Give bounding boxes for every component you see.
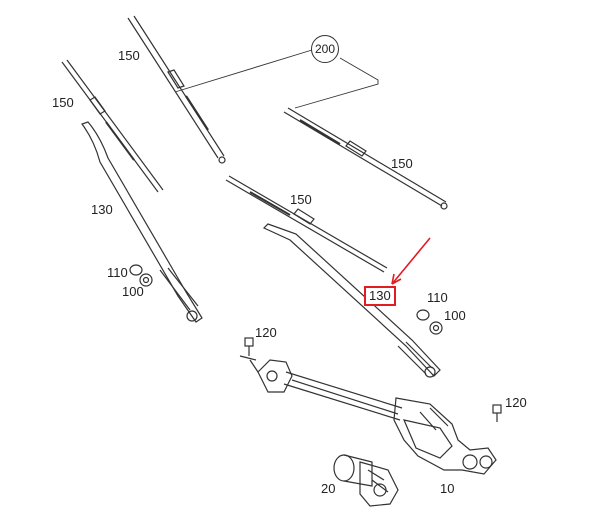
bolt-right bbox=[492, 404, 502, 422]
callout-bolt-left: 120 bbox=[255, 325, 277, 340]
callout-assembly: 200 bbox=[311, 35, 339, 63]
callout-nut-right: 100 bbox=[444, 308, 466, 323]
wiper-blade-top bbox=[127, 15, 226, 164]
callout-blade-middle: 150 bbox=[290, 192, 312, 207]
wiper-motor bbox=[333, 454, 399, 507]
wiper-blade-right bbox=[283, 107, 448, 210]
callout-arm-right-highlighted: 130 bbox=[364, 286, 396, 306]
callout-washer-right: 110 bbox=[427, 290, 448, 305]
bolt-left bbox=[244, 337, 254, 356]
callout-nut-left: 100 bbox=[122, 284, 144, 299]
wiper-blade-middle bbox=[225, 175, 388, 273]
callout-blade-right: 150 bbox=[391, 156, 413, 171]
callout-blade-top: 150 bbox=[118, 48, 140, 63]
wiper-arm-left bbox=[81, 121, 203, 323]
callout-washer-left: 110 bbox=[107, 265, 128, 280]
callout-motor: 20 bbox=[321, 481, 336, 496]
wiper-blade-left bbox=[61, 59, 164, 193]
wiper-linkage bbox=[239, 355, 497, 475]
callout-arm-left: 130 bbox=[91, 202, 113, 217]
washer-nut-left bbox=[129, 264, 153, 287]
washer-nut-right bbox=[416, 309, 443, 335]
callout-blade-left: 150 bbox=[52, 95, 74, 110]
highlight-arrow bbox=[391, 237, 431, 285]
callout-bolt-right: 120 bbox=[505, 395, 527, 410]
wiper-arm-right bbox=[262, 223, 441, 378]
assembly-leader bbox=[174, 49, 379, 109]
callout-linkage: 10 bbox=[440, 481, 455, 496]
